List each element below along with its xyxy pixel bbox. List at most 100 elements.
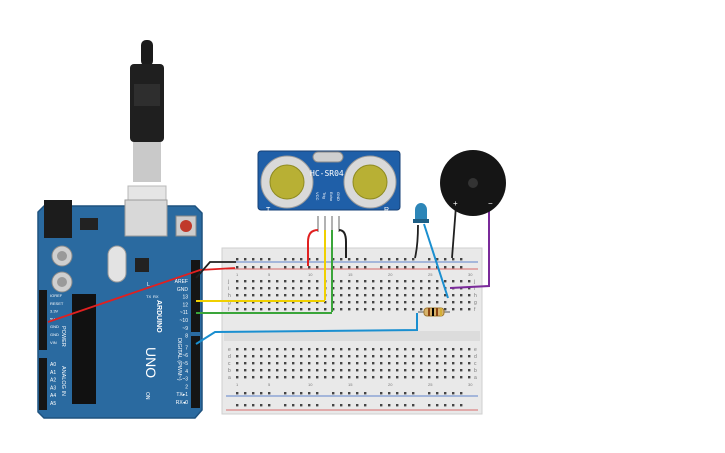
rail-hole <box>452 404 455 407</box>
breadboard-hole <box>252 308 255 311</box>
sensor-t-mark: T <box>266 207 271 214</box>
digital-pin-label: 8 <box>185 334 188 340</box>
wire-gnd-black-arduino[interactable] <box>195 261 236 279</box>
breadboard-hole <box>316 308 319 311</box>
buzzer-minus: − <box>488 199 493 208</box>
rail-hole <box>308 258 311 261</box>
column-label: 1 <box>236 272 239 277</box>
rail-hole <box>412 258 415 261</box>
breadboard-hole <box>452 348 455 351</box>
breadboard-hole <box>412 287 415 290</box>
breadboard-hole <box>372 348 375 351</box>
arduino-uno-board[interactable]: ARDUINO UNO DIGITAL (PWM~) POWER ANALOG … <box>37 199 203 419</box>
breadboard-hole <box>460 294 463 297</box>
breadboard-hole <box>340 369 343 372</box>
rail-hole <box>252 266 255 269</box>
breadboard-hole <box>268 294 271 297</box>
breadboard-hole <box>428 348 431 351</box>
rail-hole <box>284 258 287 261</box>
wire-gnd-black[interactable] <box>338 229 347 258</box>
breadboard-hole <box>380 376 383 379</box>
breadboard-hole <box>292 355 295 358</box>
breadboard-hole <box>412 348 415 351</box>
power-jack <box>44 200 72 238</box>
breadboard-hole <box>284 308 287 311</box>
l-label: L <box>147 282 150 288</box>
resistor[interactable] <box>418 307 450 317</box>
wire-vcc-red[interactable] <box>307 229 319 266</box>
reset-button[interactable] <box>180 220 192 232</box>
breadboard-hole <box>404 294 407 297</box>
wire-led-blue[interactable] <box>423 223 449 299</box>
rail-hole <box>260 392 263 395</box>
breadboard-hole <box>260 280 263 283</box>
blue-led[interactable] <box>413 203 429 223</box>
digital-pin-label: TX▸1 <box>176 392 188 398</box>
breadboard-hole <box>332 280 335 283</box>
usb-port <box>124 199 168 237</box>
breadboard-hole <box>340 308 343 311</box>
rail-hole <box>332 392 335 395</box>
breadboard-hole <box>252 355 255 358</box>
analog-pin-label: A4 <box>50 393 56 399</box>
breadboard-hole <box>244 287 247 290</box>
breadboard-hole <box>444 308 447 311</box>
column-label: 25 <box>428 272 433 277</box>
rail-hole <box>340 392 343 395</box>
breadboard-hole <box>348 376 351 379</box>
breadboard-hole <box>380 355 383 358</box>
breadboard-hole <box>404 280 407 283</box>
wires[interactable] <box>47 205 490 345</box>
rail-hole <box>332 258 335 261</box>
breadboard-hole <box>300 301 303 304</box>
breadboard-hole <box>404 308 407 311</box>
row-label: b <box>228 368 231 374</box>
rail-hole <box>396 392 399 395</box>
rail-hole <box>348 392 351 395</box>
wire-5v-red[interactable] <box>47 267 236 323</box>
breadboard-hole <box>276 348 279 351</box>
breadboard-hole <box>324 362 327 365</box>
column-label: 5 <box>268 272 271 277</box>
breadboard-hole <box>260 348 263 351</box>
breadboard-hole <box>300 369 303 372</box>
wire-buzzer-purple[interactable] <box>449 206 490 289</box>
digital-pin-label: ~5 <box>182 361 188 367</box>
rail-hole <box>356 404 359 407</box>
breadboard-hole <box>452 294 455 297</box>
breadboard-hole <box>388 348 391 351</box>
breadboard-hole <box>364 301 367 304</box>
breadboard-hole <box>372 355 375 358</box>
piezo-buzzer[interactable]: + − <box>440 150 506 216</box>
breadboard-hole <box>316 287 319 290</box>
wire-pin7-blue[interactable] <box>195 313 418 345</box>
breadboard-hole <box>420 280 423 283</box>
rail-hole <box>316 392 319 395</box>
rail-hole <box>348 404 351 407</box>
row-label: i <box>228 286 229 292</box>
breadboard-hole <box>348 308 351 311</box>
breadboard-hole <box>444 348 447 351</box>
breadboard-hole <box>372 362 375 365</box>
breadboard-hole <box>308 362 311 365</box>
digital-pin-label: ~11 <box>180 310 188 316</box>
breadboard-hole <box>268 369 271 372</box>
breadboard-hole <box>252 362 255 365</box>
breadboard-hole <box>340 376 343 379</box>
rail-hole <box>452 258 455 261</box>
breadboard-hole <box>388 362 391 365</box>
wire-led-black[interactable] <box>414 224 419 259</box>
wire-buzzer-black[interactable] <box>451 205 457 259</box>
breadboard-hole <box>396 294 399 297</box>
analog-pin-label: A1 <box>50 370 56 376</box>
rail-hole <box>436 392 439 395</box>
breadboard-hole <box>316 280 319 283</box>
breadboard-hole <box>356 362 359 365</box>
breadboard-hole <box>452 355 455 358</box>
row-label: j <box>473 279 475 285</box>
breadboard-hole <box>428 294 431 297</box>
breadboard-hole <box>284 369 287 372</box>
